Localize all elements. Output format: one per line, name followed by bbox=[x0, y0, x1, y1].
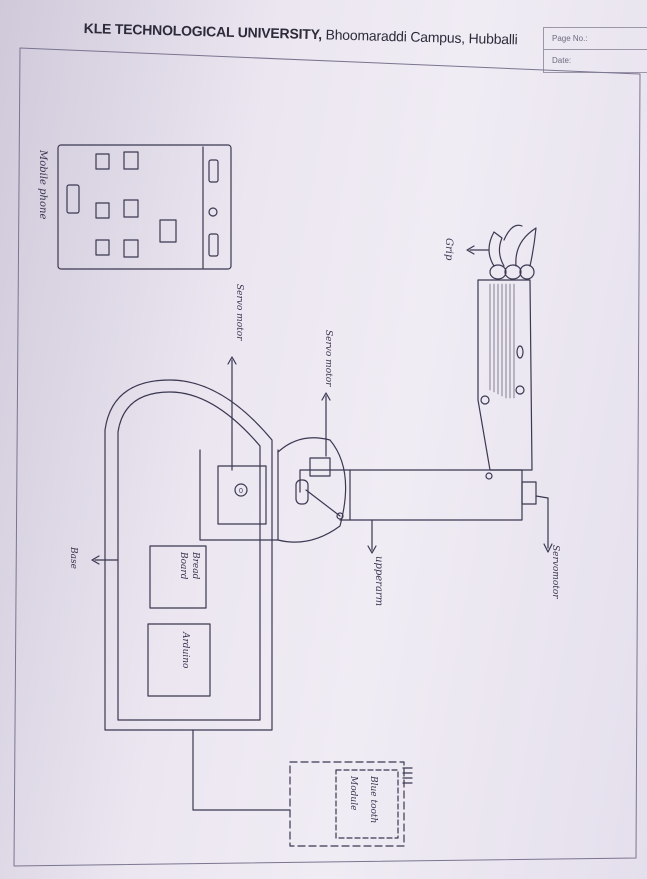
elbow-pivot-icon bbox=[485, 472, 493, 480]
base-servo-housing bbox=[199, 449, 279, 541]
arrow-icon bbox=[367, 545, 377, 554]
phone-camera-slot bbox=[208, 233, 219, 257]
bluetooth-module-inner bbox=[335, 769, 399, 839]
app-icon bbox=[95, 239, 110, 256]
page-border bbox=[13, 47, 641, 867]
svg-text:0: 0 bbox=[239, 488, 243, 495]
grip-claw-right bbox=[515, 227, 537, 267]
app-icon bbox=[123, 199, 139, 218]
wrist-pivot-icon bbox=[480, 395, 490, 405]
bluetooth-wire bbox=[192, 729, 291, 811]
shoulder-pivot-icon bbox=[336, 512, 344, 520]
turret-cylinder bbox=[277, 437, 347, 543]
grip-base-roller bbox=[489, 264, 507, 280]
arrow-icon bbox=[321, 392, 331, 401]
base-outline bbox=[104, 379, 273, 731]
arrow-icon bbox=[466, 245, 475, 255]
bread-board bbox=[149, 545, 207, 609]
elbow-servo-label: Servomotor bbox=[550, 545, 560, 599]
forearm-hatching bbox=[489, 283, 515, 399]
elbow-servo-leader bbox=[535, 495, 549, 499]
page-number-field: Page No.: bbox=[552, 34, 588, 43]
arrow-icon bbox=[543, 543, 553, 553]
bluetooth-module bbox=[289, 761, 405, 847]
app-icon bbox=[95, 202, 110, 219]
date-field: Date: bbox=[544, 49, 647, 71]
base-label: Base bbox=[68, 547, 78, 569]
bluetooth-label-2: Module bbox=[348, 776, 358, 811]
upper-arm-label: upperarm bbox=[373, 556, 384, 607]
mobile-phone-label: Mobile phone bbox=[37, 150, 48, 220]
bread-board-label-1: Bread bbox=[190, 552, 200, 580]
app-icon bbox=[123, 239, 139, 258]
grip-claw-left bbox=[488, 231, 505, 267]
grip-claw-middle bbox=[503, 224, 523, 241]
app-icon bbox=[159, 219, 177, 243]
base-inner-outline bbox=[117, 391, 261, 721]
phone-home-button bbox=[66, 184, 80, 214]
shoulder-joint-slot bbox=[295, 479, 309, 505]
wrist-slot bbox=[516, 345, 524, 359]
servo-motor-2-label: Servo motor bbox=[323, 330, 333, 387]
app-icon bbox=[95, 153, 110, 170]
grip-base-roller bbox=[504, 264, 522, 280]
bluetooth-pins bbox=[402, 767, 413, 784]
servo-motor-1-label: Servo motor bbox=[234, 284, 244, 341]
upper-arm-link bbox=[305, 489, 341, 517]
elbow-servo-motor bbox=[521, 481, 537, 505]
mobile-phone-drawing bbox=[57, 144, 232, 270]
bluetooth-label-1: Blue tooth bbox=[368, 776, 378, 824]
phone-speaker-slot bbox=[208, 159, 219, 183]
wrist-pivot-icon bbox=[515, 385, 525, 395]
base-servo-shaft-icon bbox=[234, 483, 248, 497]
shoulder-servo-motor bbox=[309, 457, 331, 477]
app-icon bbox=[123, 151, 139, 170]
arduino-label: Arduino bbox=[180, 632, 190, 669]
arrow-icon bbox=[91, 555, 100, 565]
grip-base-roller bbox=[519, 264, 535, 280]
phone-button-icon bbox=[208, 207, 218, 217]
bread-board-label-2: Board bbox=[178, 552, 188, 580]
upper-arm bbox=[299, 469, 523, 521]
arrow-icon bbox=[227, 356, 237, 365]
grip-label: Grip bbox=[443, 238, 454, 261]
arduino-board bbox=[147, 623, 211, 697]
base-servo-motor bbox=[217, 465, 267, 525]
mobile-phone-body bbox=[57, 144, 232, 270]
forearm bbox=[477, 279, 533, 471]
